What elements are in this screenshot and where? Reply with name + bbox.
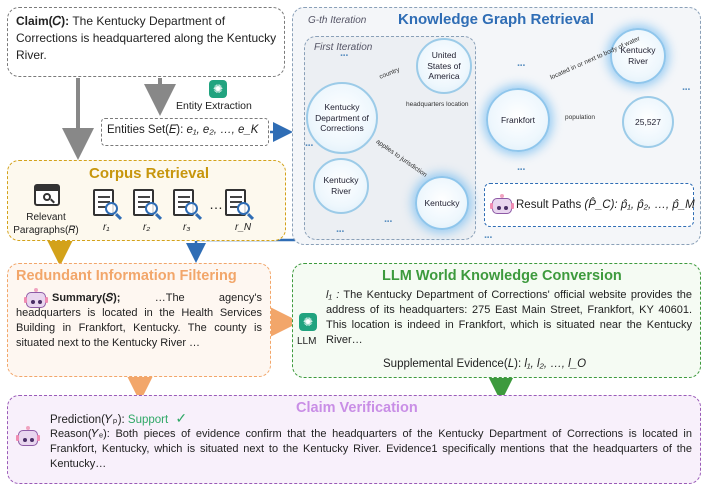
check-icon: ✓: [175, 410, 188, 426]
filtering-box: [7, 263, 271, 377]
corpus-dots: …: [209, 196, 223, 212]
prediction-label: Prediction(𝑌ₚ):: [50, 414, 125, 426]
node-kriver-left-label: Kentucky River: [323, 175, 359, 196]
result-paths-label: Result Paths: [516, 199, 582, 211]
paragraph-label-2: r₂: [143, 222, 151, 233]
summary-content: …The agency's headquarters is located in…: [16, 292, 262, 349]
node-frankfort: Frankfort: [486, 88, 550, 152]
entities-set: Entities Set(𝐸): e₁, e₂, …, e_K: [107, 124, 258, 137]
claim-label: Claim(𝐶):: [16, 14, 70, 28]
summary-text: Summary(𝑆); …The agency's headquarters i…: [16, 291, 262, 351]
llm-l1-label: l₁ :: [326, 289, 340, 301]
reason-content: Both pieces of evidence confirm that the…: [50, 428, 692, 470]
edge-label-headquarters-location: headquarters location: [406, 101, 469, 108]
llm-evidence-text: l₁ : The Kentucky Department of Correcti…: [326, 288, 692, 348]
kg-dots-3: ···: [336, 226, 345, 238]
result-paths-math: (P̂_C):: [584, 199, 618, 211]
node-usa-label: United States of America: [427, 50, 461, 82]
paragraph-icon-3: [173, 189, 207, 221]
node-pop-label: 25,527: [635, 116, 661, 127]
verification-title: Claim Verification: [296, 400, 418, 416]
corpus-title: Corpus Retrieval: [89, 165, 210, 182]
kg-dots-5: ···: [484, 232, 493, 244]
kg-dots-1: ···: [340, 50, 349, 62]
chatgpt-icon-llm: ✺: [299, 313, 317, 331]
kg-dots-2: ···: [305, 140, 314, 152]
claim-text: Claim(𝐶): The Kentucky Department of Cor…: [16, 13, 278, 64]
entities-set-box: [101, 118, 269, 146]
kg-main-title: Knowledge Graph Retrieval: [398, 11, 594, 28]
supplemental-value: l₁, l₂, …, l_O: [524, 358, 587, 370]
reason-text: Reason(𝑌ₑ): Both pieces of evidence conf…: [50, 427, 692, 472]
paragraph-icon-1: [93, 189, 127, 221]
kg-dots-4: ···: [384, 216, 393, 228]
chatgpt-icon: ✺: [209, 80, 227, 98]
kg-dots-8: ···: [580, 16, 589, 28]
kg-dots-9: ···: [682, 84, 691, 96]
verification-box: [7, 395, 701, 484]
kg-dots-6: ···: [517, 60, 526, 72]
robot-icon-result: [490, 194, 514, 218]
search-window-icon: [34, 184, 60, 206]
relevant-paragraphs-label: Relevant Paragraphs(𝑅): [13, 212, 79, 236]
result-paths-box: [484, 183, 694, 227]
node-kentucky-river-right: Kentucky River: [610, 28, 666, 84]
claim-content: The Kentucky Department of Corrections i…: [16, 14, 277, 62]
paragraph-label-1: r₁: [103, 222, 110, 233]
node-kentucky: Kentucky: [415, 176, 469, 230]
paragraph-label-3: r₃: [183, 222, 191, 233]
summary-label: Summary(𝑆);: [52, 292, 121, 304]
node-kentucky-label: Kentucky: [424, 197, 460, 208]
reason-label: Reason(𝑌ₑ):: [50, 428, 110, 440]
paragraph-icon-2: [133, 189, 167, 221]
node-kdoc-label: Kentucky Department of Corrections: [315, 102, 369, 134]
entity-extraction-label: Entity Extraction: [176, 100, 252, 112]
node-kentucky-department-of-corrections: Kentucky Department of Corrections: [306, 82, 378, 154]
filtering-title: Redundant Information Filtering: [16, 268, 237, 284]
paragraph-icon-n: [225, 189, 259, 221]
node-population-25527: 25,527: [622, 96, 674, 148]
prediction-row: Prediction(𝑌ₚ): Support ✓: [50, 410, 187, 427]
result-paths: Result Paths (P̂_C): p̂₁, p̂₂, …, p̂_M: [516, 199, 695, 211]
llm-l1-content: The Kentucky Department of Corrections' …: [326, 289, 692, 346]
kg-outer-title: G-th Iteration: [308, 15, 367, 26]
llm-box: [292, 263, 701, 378]
supplemental-evidence: Supplemental Evidence(𝐿): l₁, l₂, …, l_O: [383, 358, 586, 371]
supplemental-label: Supplemental Evidence(𝐿):: [383, 358, 522, 370]
prediction-value: Support: [127, 414, 169, 426]
kg-inner-title: First Iteration: [314, 42, 373, 53]
robot-icon-filtering: [24, 288, 48, 312]
paragraph-label-n: r_N: [235, 222, 252, 233]
node-frankfort-label: Frankfort: [500, 114, 535, 125]
node-united-states-of-america: United States of America: [416, 38, 472, 94]
kg-dots-7: ···: [517, 164, 526, 176]
llm-title: LLM World Knowledge Conversion: [382, 268, 622, 284]
edge-label-population: population: [565, 114, 595, 121]
claim-box: [7, 7, 285, 77]
robot-icon-verification: [16, 426, 40, 450]
result-paths-value: p̂₁, p̂₂, …, p̂_M: [620, 199, 695, 211]
llm-icon-label: LLM: [297, 336, 317, 347]
node-kentucky-river-left: Kentucky River: [313, 158, 369, 214]
entities-set-label: Entities Set(𝐸):: [107, 124, 184, 136]
entities-set-value: e₁, e₂, …, e_K: [186, 124, 259, 136]
node-kriver-right-label: Kentucky River: [620, 45, 656, 66]
